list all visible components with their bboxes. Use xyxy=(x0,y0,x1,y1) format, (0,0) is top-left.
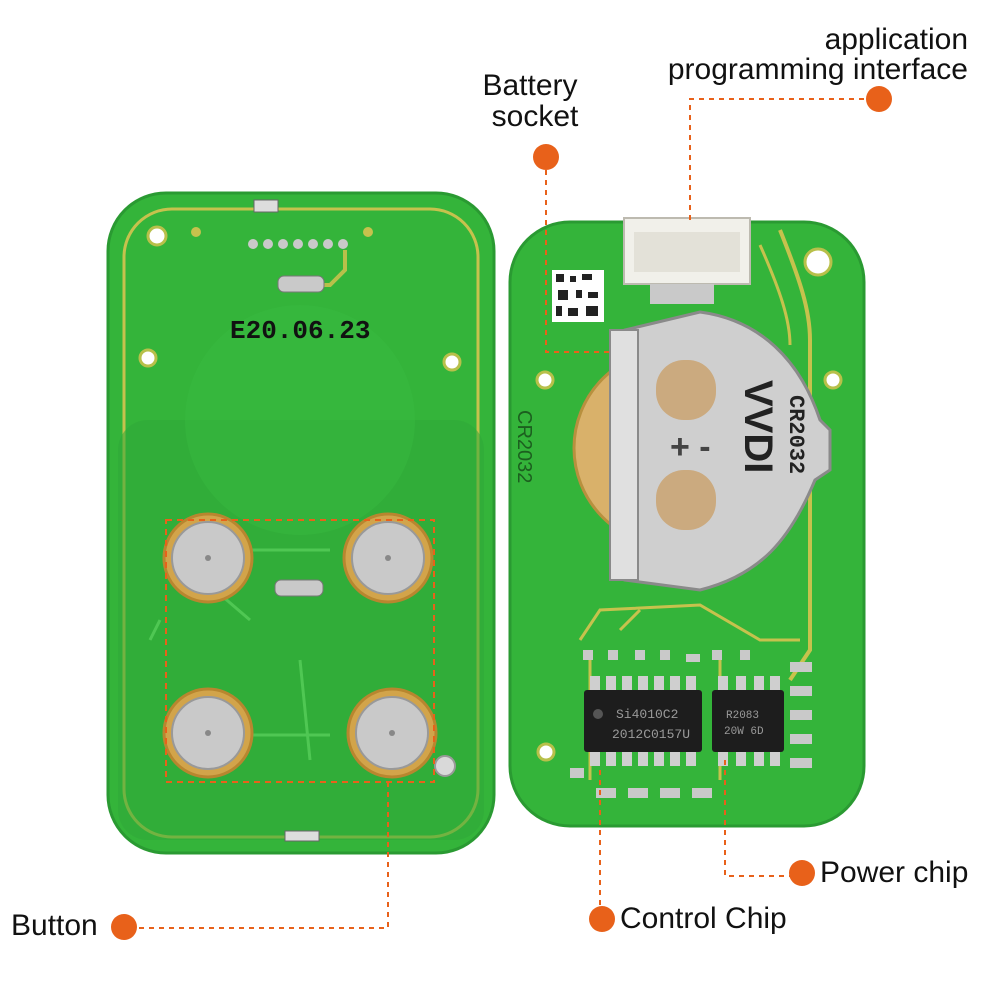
battery-holder: + - VVDI CR2032 xyxy=(609,310,832,592)
control-chip-line2: 2012C0157U xyxy=(612,727,690,742)
api-connector xyxy=(623,217,751,304)
label-control-chip: Control Chip xyxy=(620,902,787,935)
button-pad-bottom-left xyxy=(162,687,254,779)
qr-code xyxy=(552,270,604,322)
label-api-line1: application xyxy=(824,23,968,56)
holder-model: CR2032 xyxy=(783,395,808,474)
callout-lines xyxy=(137,98,866,929)
callout-dot-power-chip xyxy=(789,860,815,886)
programming-pads xyxy=(248,199,348,249)
label-api-line2: programming interface xyxy=(667,53,968,86)
date-code: E20.06.23 xyxy=(230,316,370,346)
holder-brand: VVDI xyxy=(736,380,780,473)
callout-dot-control-chip xyxy=(589,906,615,932)
component-pads xyxy=(570,650,812,778)
power-chip-line2: 20W 6D xyxy=(724,726,764,738)
control-chip-line1: Si4010C2 xyxy=(616,707,678,722)
battery-silkscreen: CR2032 xyxy=(513,410,535,483)
label-battery-line1: Battery xyxy=(482,69,578,102)
button-pad-bottom-right xyxy=(346,687,438,779)
callout-dot-api xyxy=(866,86,892,112)
power-chip-line1: R2083 xyxy=(726,710,759,722)
callout-dot-battery xyxy=(533,144,559,170)
label-power-chip: Power chip xyxy=(820,856,969,889)
left-pcb-board: E20.06.23 xyxy=(106,191,496,855)
button-pad-top-right xyxy=(342,512,434,604)
label-button: Button xyxy=(11,909,98,942)
power-chip: R2083 20W 6D xyxy=(712,676,784,766)
callout-dot-button xyxy=(111,914,137,940)
control-chip: Si4010C2 2012C0157U xyxy=(584,676,702,766)
svg-text:+ -: + - xyxy=(670,428,711,466)
label-battery-line2: socket xyxy=(491,100,579,133)
right-pcb-board: CR2032 + - VVDI CR2032 xyxy=(508,217,866,828)
button-pad-top-left xyxy=(162,512,254,604)
